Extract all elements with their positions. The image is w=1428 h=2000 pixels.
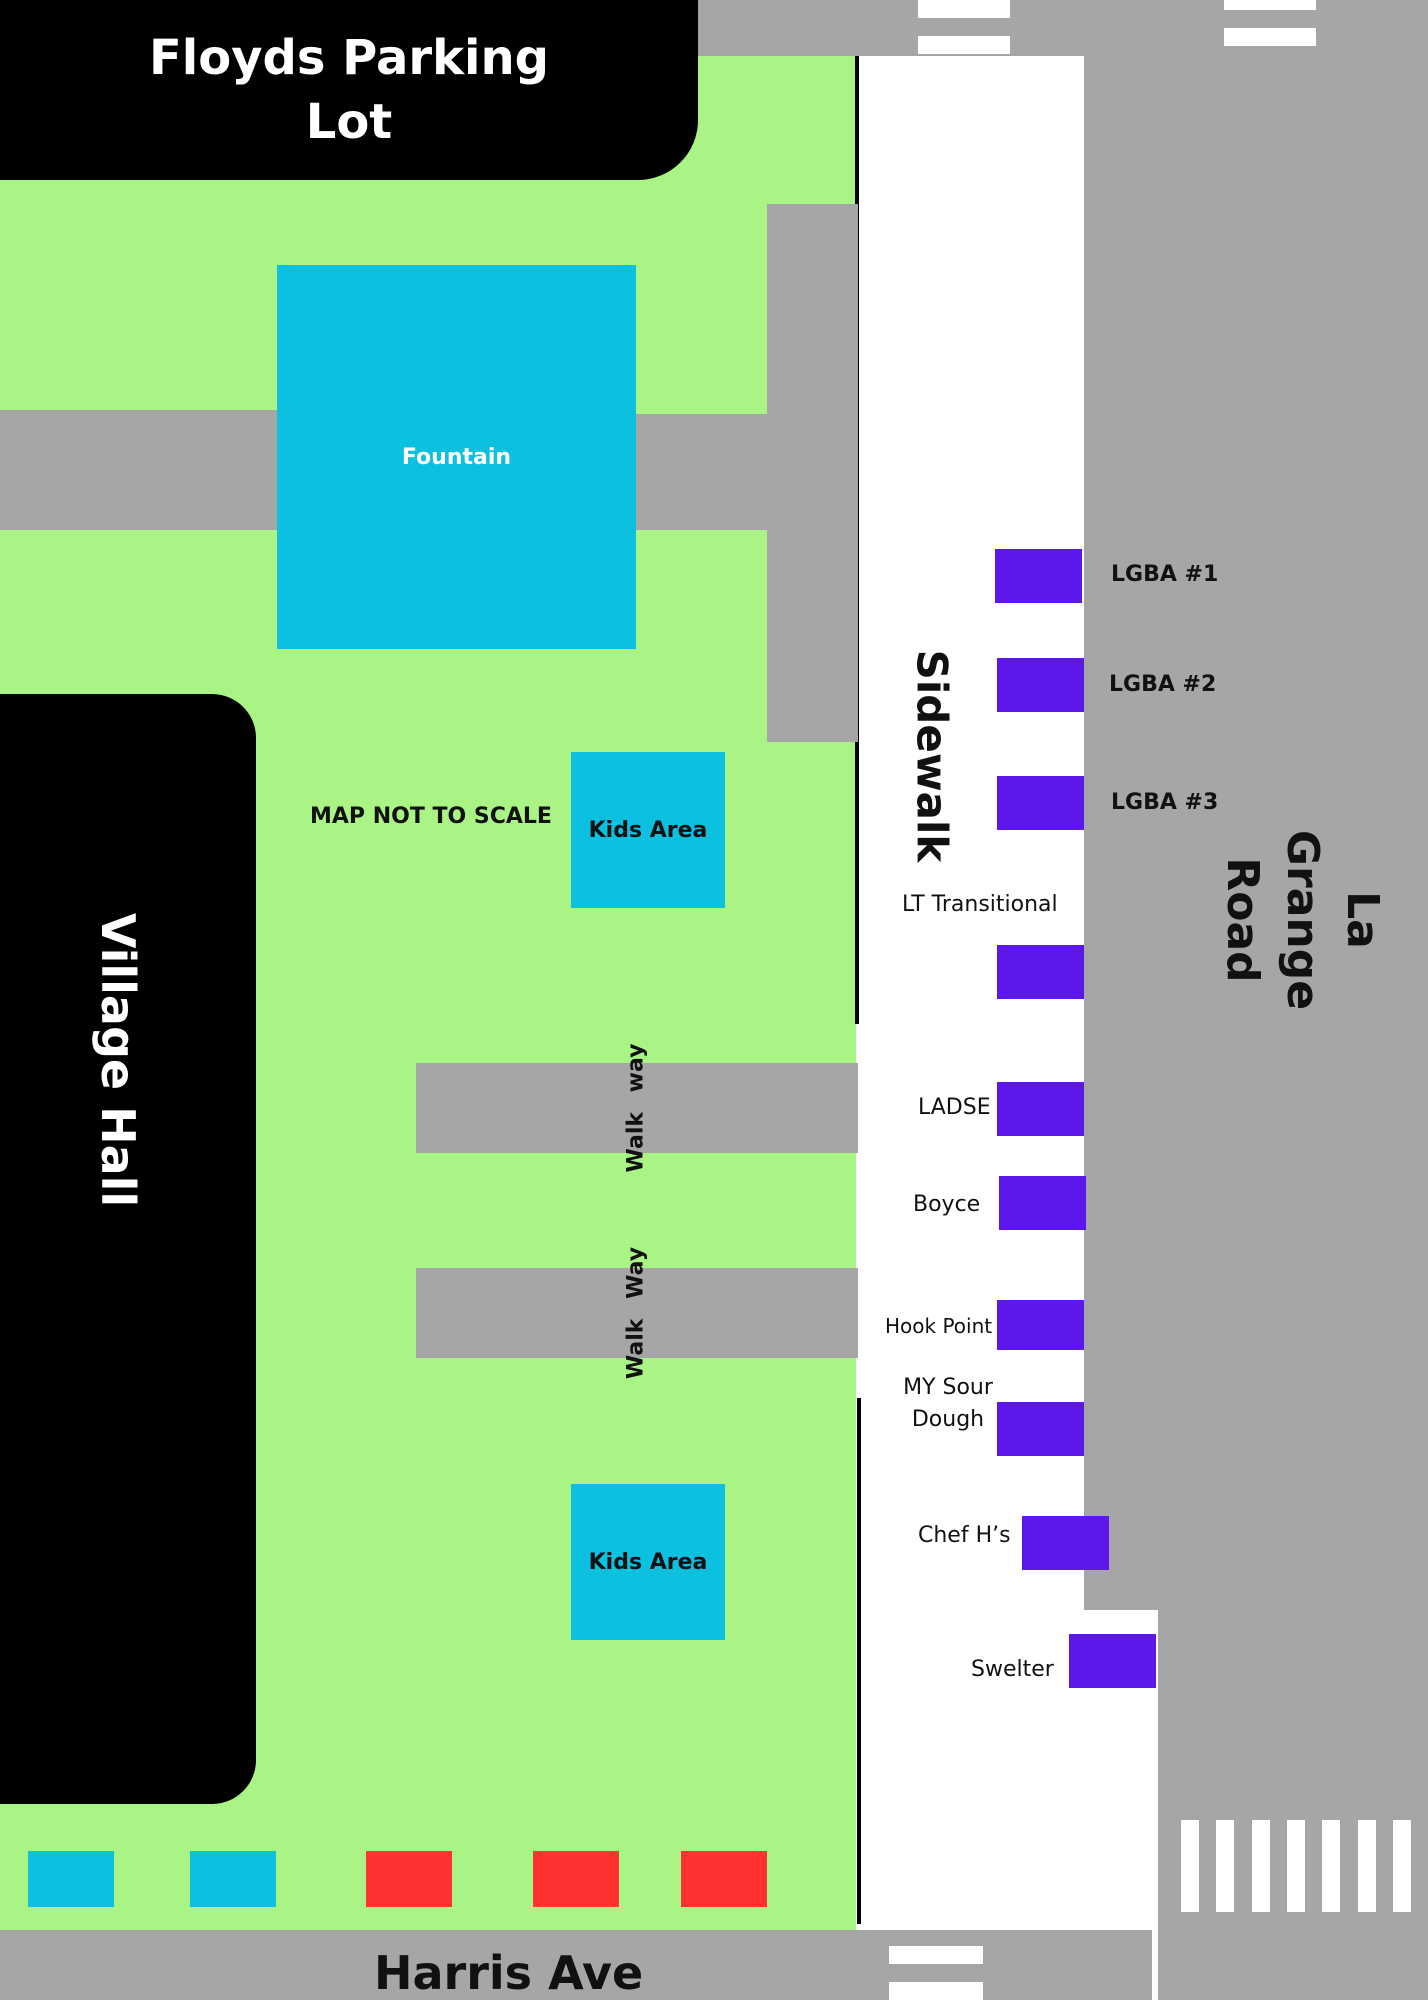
top-road — [698, 0, 1090, 56]
kids-area-upper-label: Kids Area — [588, 817, 708, 843]
kids-area-upper: Kids Area — [571, 752, 725, 908]
village-hall-label: Village Hall — [91, 912, 145, 1208]
booth-lgba-1-label: LGBA #1 — [1111, 562, 1219, 587]
booth-lt-transitional-label: LT Transitional — [902, 892, 1058, 917]
booth-boyce-label: Boyce — [913, 1192, 981, 1217]
booth-lgba-2-label: LGBA #2 — [1109, 672, 1217, 697]
crosswalk-stripe — [1358, 1820, 1376, 1912]
parking-lot: Floyds Parking Lot — [0, 0, 698, 180]
kids-area-lower-label: Kids Area — [588, 1549, 708, 1575]
booth-hook-point[interactable] — [997, 1300, 1084, 1350]
crosswalk-stripe — [889, 1946, 983, 1964]
village-hall — [0, 694, 256, 1804]
crosswalk-stripe — [918, 0, 1010, 18]
west-path — [0, 410, 282, 530]
booth-swelter[interactable] — [1069, 1634, 1156, 1688]
booth-swelter-label: Swelter — [971, 1657, 1054, 1682]
booth-chef-h[interactable] — [1022, 1516, 1109, 1570]
crosswalk-stripe — [1224, 28, 1316, 46]
booth-boyce[interactable] — [999, 1176, 1086, 1230]
booth-lgba-2[interactable] — [997, 658, 1084, 712]
crosswalk-stripe — [1287, 1820, 1305, 1912]
sidewalk-edge-line — [857, 1398, 861, 1924]
booth-hook-point-label: Hook Point — [885, 1314, 993, 1338]
crosswalk-stripe — [1181, 1820, 1199, 1912]
crosswalk-stripe — [1216, 1820, 1234, 1912]
booth-lgba-3-label: LGBA #3 — [1111, 790, 1219, 815]
crosswalk-stripe — [1393, 1820, 1411, 1912]
booth-my-sour-dough[interactable] — [997, 1402, 1084, 1456]
crosswalk-stripe — [1322, 1820, 1340, 1912]
la-grange-road-label: La Grange Road — [1217, 829, 1388, 1011]
crosswalk-stripe — [889, 1982, 983, 2000]
east-path — [636, 414, 768, 530]
sidewalk-label: Sidewalk — [907, 649, 957, 863]
walkway-upper — [416, 1063, 858, 1153]
booth-lgba-1[interactable] — [995, 549, 1082, 603]
parking-lot-label: Floyds Parking Lot — [148, 30, 549, 150]
vertical-path — [767, 204, 858, 742]
walkway-lower — [416, 1268, 858, 1358]
tent-red[interactable] — [366, 1851, 452, 1907]
harris-ave-label: Harris Ave — [374, 1946, 644, 2000]
booth-my-sour-dough-label: MY Sour Dough — [903, 1375, 993, 1432]
map-not-to-scale-note: MAP NOT TO SCALE — [310, 804, 552, 829]
tent-red[interactable] — [681, 1851, 767, 1907]
tent-blue[interactable] — [190, 1851, 276, 1907]
fountain-label: Fountain — [401, 444, 512, 470]
crosswalk-stripe — [1252, 1820, 1270, 1912]
booth-chef-h-label: Chef H’s — [918, 1523, 1011, 1548]
tent-blue[interactable] — [28, 1851, 114, 1907]
crosswalk-stripe — [1224, 0, 1316, 10]
crosswalk-stripe — [918, 36, 1010, 54]
booth-lgba-3[interactable] — [997, 776, 1084, 830]
kids-area-lower: Kids Area — [571, 1484, 725, 1640]
fountain: Fountain — [277, 265, 636, 649]
la-grange-road-surface — [1084, 0, 1428, 1610]
booth-lt-transitional[interactable] — [997, 945, 1084, 999]
la-grange-road-lower — [1158, 1600, 1428, 2000]
walkway-upper-label: Walk way — [623, 1043, 649, 1173]
booth-ladse[interactable] — [997, 1082, 1084, 1136]
walkway-lower-label: Walk Way — [623, 1246, 649, 1380]
tent-red[interactable] — [533, 1851, 619, 1907]
booth-ladse-label: LADSE — [918, 1095, 991, 1120]
